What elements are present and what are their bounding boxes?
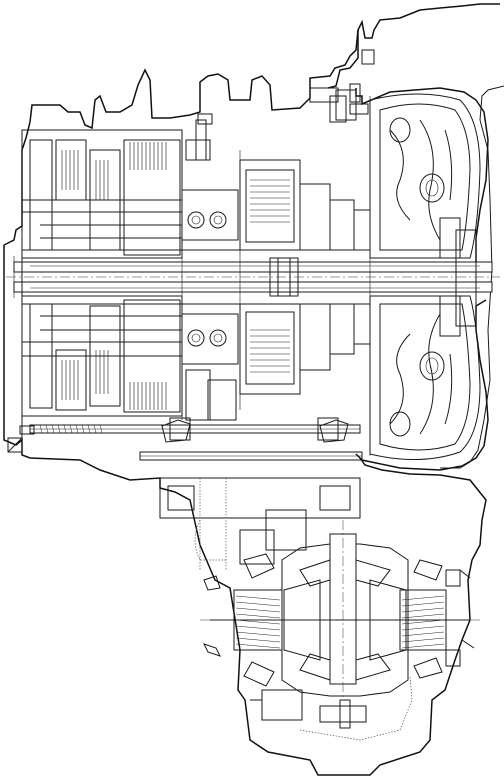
counter-shaft: [29, 424, 363, 461]
lower-cover: [250, 675, 413, 741]
clutch-drum-lower: [239, 303, 371, 395]
lower-gear-pack: [21, 295, 240, 421]
intermediate-gear: [159, 477, 361, 570]
housing-bolts: [7, 49, 375, 453]
differential-assembly: [200, 520, 480, 700]
torque-converter: [369, 93, 481, 460]
main-shaft: [6, 257, 500, 297]
counter-shaft-bearings: [19, 419, 349, 443]
lockup-damper: [309, 87, 369, 123]
transmission-housing-outline: [3, 3, 504, 776]
differential-bearings: [203, 553, 475, 687]
internal-partitions: [13, 96, 371, 456]
upper-gear-pack: [21, 119, 240, 259]
clutch-drum-upper: [239, 159, 371, 251]
